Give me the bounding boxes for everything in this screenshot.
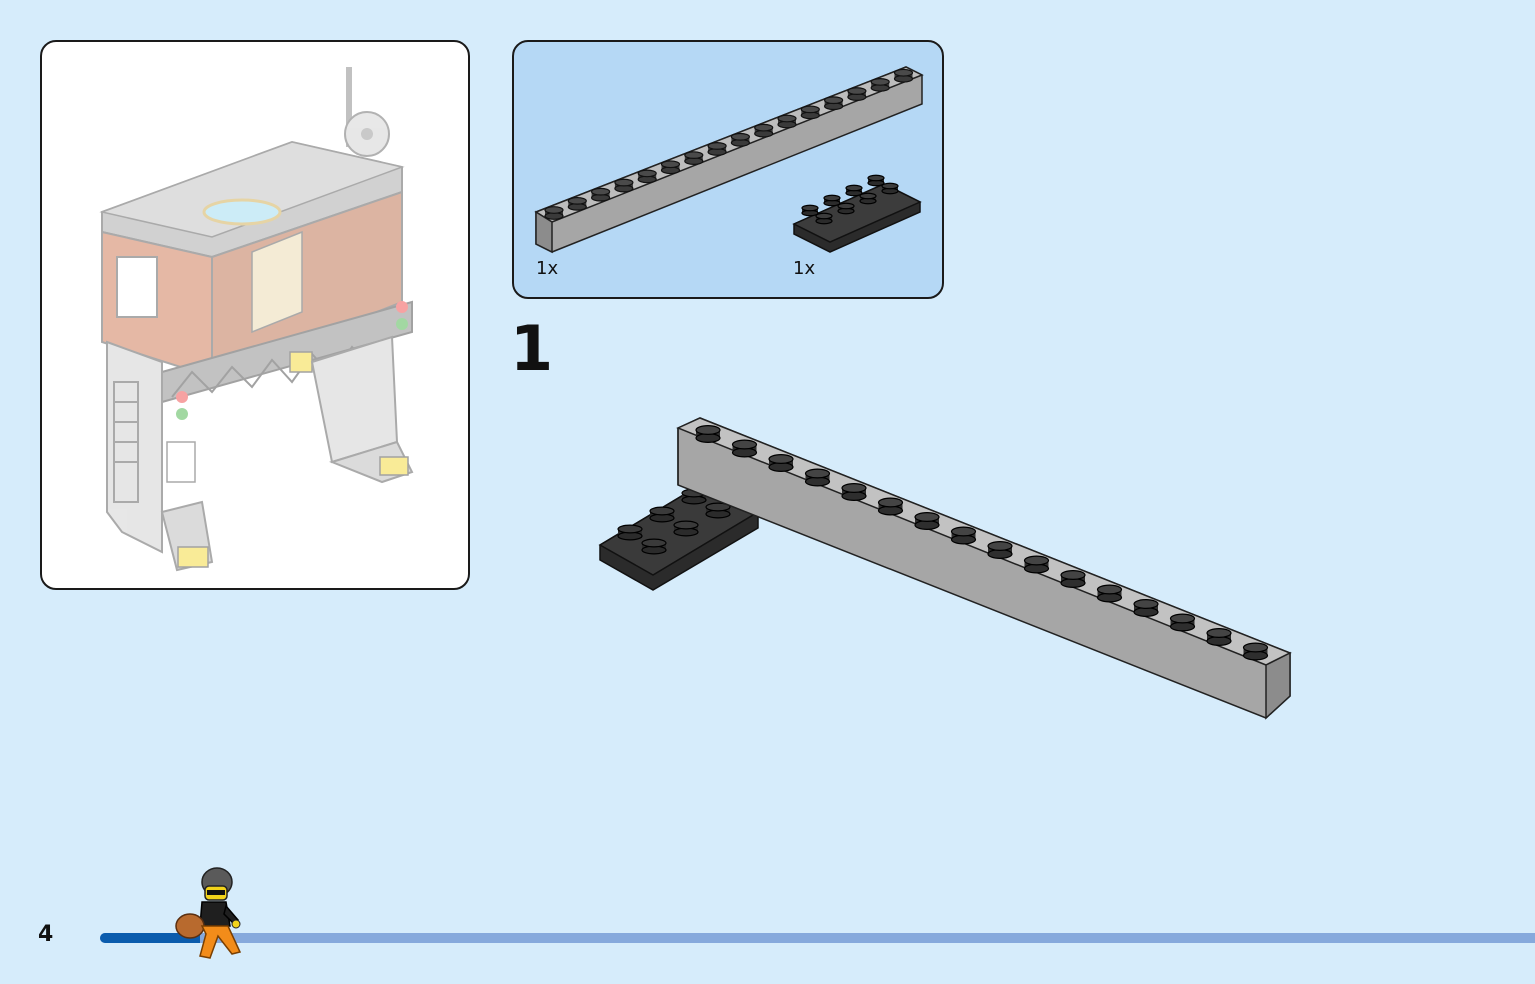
stud: [1133, 599, 1159, 610]
stud: [847, 87, 867, 95]
stud: [893, 68, 914, 77]
stud: [914, 511, 940, 522]
stud: [641, 538, 667, 548]
stud: [804, 468, 831, 479]
stud: [754, 123, 774, 132]
stud: [695, 425, 721, 436]
stud: [684, 151, 704, 159]
stud: [1023, 555, 1050, 566]
stud: [768, 453, 794, 464]
stud: [867, 174, 885, 182]
progress-track: [100, 933, 1535, 943]
stud: [841, 482, 867, 493]
stud: [837, 202, 855, 210]
stud: [1060, 570, 1086, 581]
brick-studs: [544, 68, 914, 220]
stud: [673, 520, 699, 530]
stud: [544, 206, 564, 214]
stud: [877, 497, 904, 508]
stud: [870, 78, 890, 86]
stud: [1096, 584, 1123, 595]
parts-list-panel: 1x 1x: [512, 40, 944, 299]
stud: [1242, 642, 1269, 653]
assembled-brick-studs: [695, 425, 1269, 661]
stud: [590, 187, 611, 196]
stud: [801, 204, 819, 212]
page-number: 4: [38, 922, 54, 947]
stud: [987, 541, 1013, 552]
plate-studs: [801, 174, 899, 225]
stud: [614, 178, 634, 187]
stud: [707, 142, 727, 150]
stud: [731, 439, 758, 450]
stud: [950, 526, 977, 537]
stud: [1169, 613, 1196, 624]
stud: [617, 524, 643, 534]
assembled-plate-studs: [617, 488, 731, 555]
minifigure-runner-icon: [175, 867, 242, 959]
overview-panel: [40, 40, 470, 590]
progress-fill: [100, 933, 200, 943]
stud: [881, 182, 899, 190]
stud: [705, 502, 731, 512]
part-quantity-brick: 1x: [536, 258, 559, 279]
stud: [777, 114, 797, 123]
stud: [1206, 628, 1232, 639]
stud: [567, 196, 587, 205]
parts-illustration: [534, 66, 924, 254]
model-preview-illustration: [99, 67, 414, 572]
stud: [637, 169, 657, 178]
step-number: 1: [510, 312, 554, 385]
stud: [660, 160, 681, 169]
part-quantity-plate: 1x: [793, 258, 816, 279]
stud: [845, 184, 863, 192]
stud: [800, 105, 820, 114]
stud: [730, 132, 750, 141]
stud: [824, 96, 844, 105]
stud: [823, 194, 841, 202]
stud: [815, 212, 833, 220]
stud: [859, 192, 877, 200]
stud: [649, 506, 675, 516]
step-build-illustration: [590, 400, 1310, 730]
